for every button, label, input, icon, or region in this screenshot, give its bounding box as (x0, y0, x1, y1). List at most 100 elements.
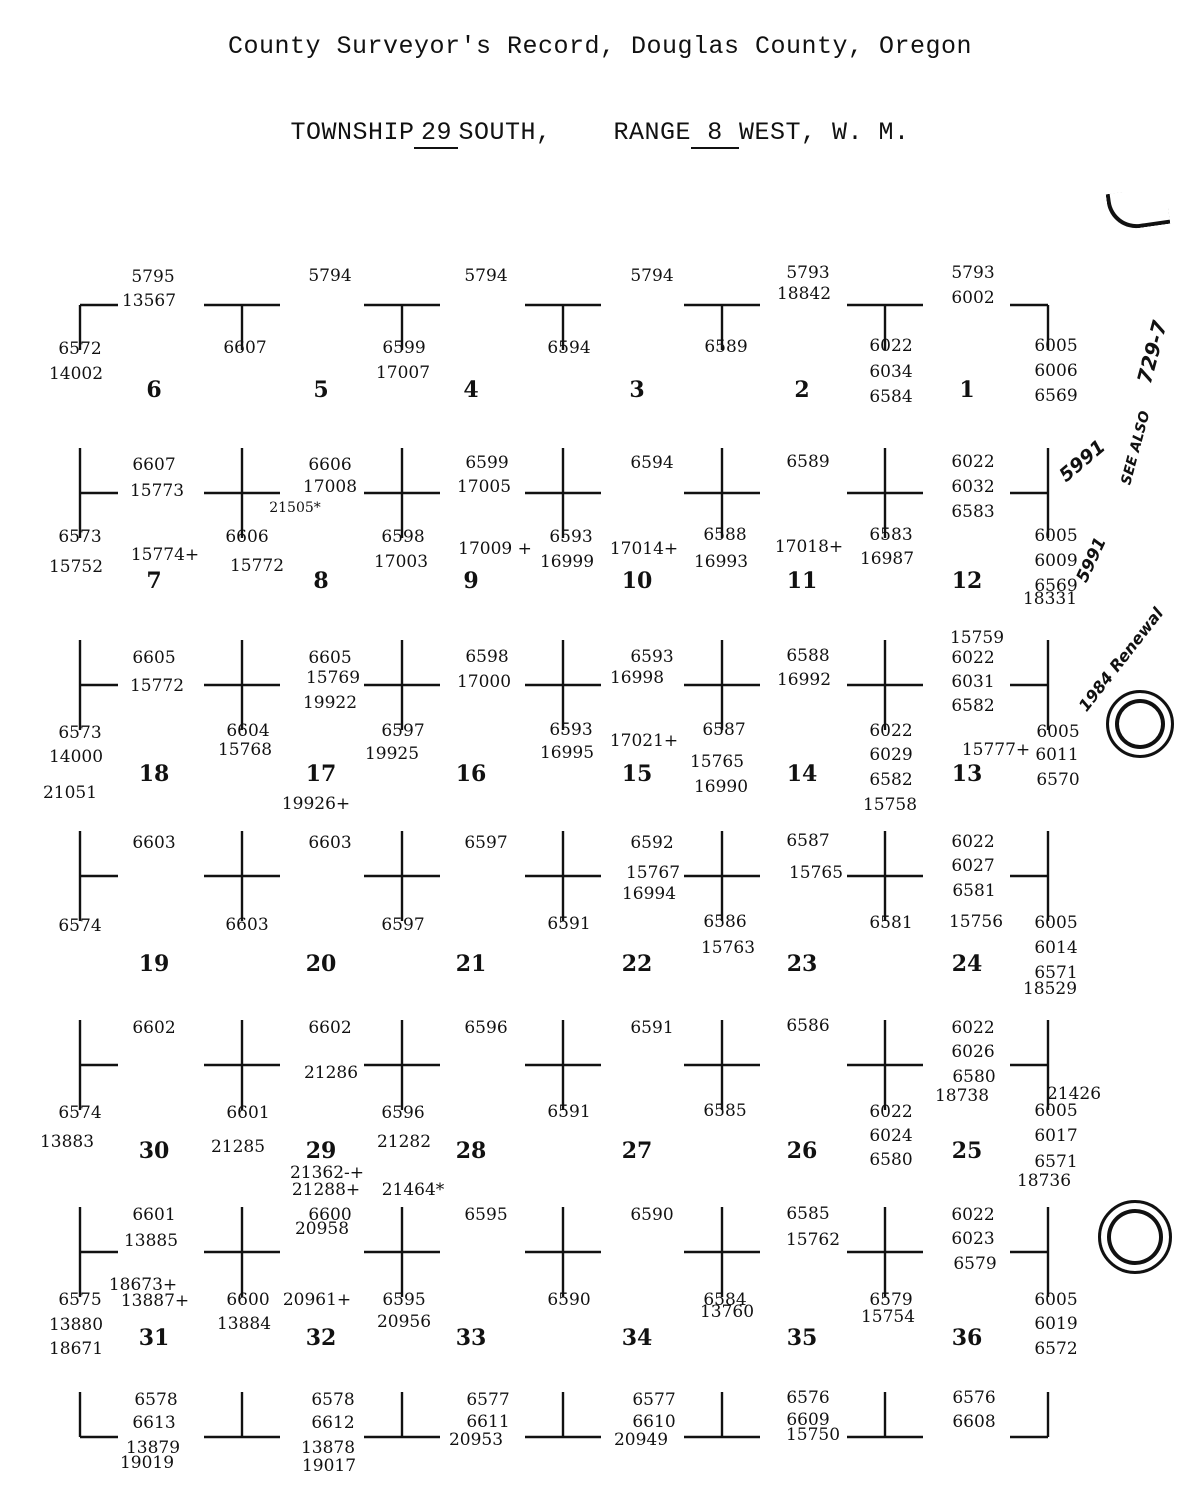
section-number-12: 12 (951, 568, 983, 594)
section-number-15: 15 (621, 761, 653, 787)
section-number-22: 22 (621, 951, 653, 977)
record-number: 6587 (786, 831, 830, 851)
record-number: 13884 (216, 1314, 272, 1334)
record-number: 18842 (776, 284, 832, 304)
record-number: 21282 (376, 1132, 432, 1152)
record-number: 6029 (869, 745, 913, 765)
section-number-26: 26 (786, 1138, 818, 1164)
record-number: 17000 (456, 672, 512, 692)
section-number-29: 29 (305, 1138, 337, 1164)
record-number: 6597 (381, 915, 425, 935)
record-number: 15758 (862, 795, 918, 815)
record-number: 6022 (951, 648, 995, 668)
record-number: 6572 (58, 339, 102, 359)
record-number: 20956 (376, 1312, 432, 1332)
record-number: 6582 (869, 770, 913, 790)
record-number: 6576 (952, 1388, 996, 1408)
section-number-20: 20 (305, 951, 337, 977)
record-number: 6594 (547, 338, 591, 358)
record-number: 6583 (869, 525, 913, 545)
record-title: County Surveyor's Record, Douglas County… (227, 32, 973, 61)
record-number: 6591 (547, 1102, 591, 1122)
record-number: 6612 (311, 1413, 355, 1433)
record-number: 21362-+ (289, 1163, 365, 1183)
record-number: 6031 (951, 672, 995, 692)
record-number: 18738 (934, 1086, 990, 1106)
record-number: 6002 (951, 288, 995, 308)
record-number: 15769 (305, 668, 361, 688)
record-number: 6602 (132, 1018, 176, 1038)
record-number: 13887+ (120, 1291, 190, 1311)
record-number: 6588 (703, 525, 747, 545)
record-number: 6596 (464, 1018, 508, 1038)
record-number: 15759 (949, 628, 1005, 648)
record-number: 18331 (1022, 589, 1078, 609)
section-number-11: 11 (786, 568, 818, 594)
record-number: 6026 (951, 1042, 995, 1062)
record-number: 17009 + (458, 539, 532, 559)
corner-stamp-icon (1106, 690, 1174, 758)
record-number: 17014+ (609, 539, 679, 559)
record-number: 6607 (132, 455, 176, 475)
record-number: 13879 (125, 1438, 181, 1458)
record-number: 6581 (952, 881, 996, 901)
record-number: 15777+ (961, 740, 1031, 760)
section-number-10: 10 (621, 568, 653, 594)
record-number: 21288+ (291, 1180, 361, 1200)
record-number: 6597 (464, 833, 508, 853)
section-number-13: 13 (951, 761, 983, 787)
section-number-32: 32 (305, 1325, 337, 1351)
record-number: 16987 (859, 549, 915, 569)
record-number: 15763 (700, 938, 756, 958)
record-number: 20949 (613, 1430, 669, 1450)
record-number: 6022 (951, 1205, 995, 1225)
record-number: 6590 (547, 1290, 591, 1310)
record-number: 6588 (786, 646, 830, 666)
record-number: 15754 (860, 1307, 916, 1327)
record-number: 6589 (704, 337, 748, 357)
record-number: 6574 (58, 916, 102, 936)
record-number: 6603 (225, 915, 269, 935)
record-number: 16998 (609, 668, 665, 688)
record-number: 6609 (786, 1410, 830, 1430)
record-number: 15750 (785, 1425, 841, 1445)
record-number: 21505* (269, 500, 321, 516)
section-number-2: 2 (794, 377, 810, 403)
record-number: 5793 (786, 263, 830, 283)
section-number-18: 18 (138, 761, 170, 787)
record-number: 6586 (786, 1016, 830, 1036)
record-number: 6599 (465, 453, 509, 473)
section-number-24: 24 (951, 951, 983, 977)
record-number: 6579 (953, 1254, 997, 1274)
record-number: 14002 (48, 364, 104, 384)
record-number: 16994 (621, 884, 677, 904)
record-number: 15768 (217, 740, 273, 760)
record-number: 21286 (303, 1063, 359, 1083)
record-number: 6589 (786, 452, 830, 472)
record-number: 19019 (119, 1453, 175, 1473)
record-number: 6611 (466, 1412, 510, 1432)
record-number: 6596 (381, 1103, 425, 1123)
record-number: 6024 (869, 1126, 913, 1146)
record-number: 6600 (308, 1205, 352, 1225)
record-number: 6604 (226, 721, 270, 741)
record-number: 6580 (952, 1067, 996, 1087)
section-number-3: 3 (629, 377, 645, 403)
record-number: 6605 (132, 648, 176, 668)
record-number: 6011 (1035, 745, 1079, 765)
range-label: RANGE (613, 118, 692, 147)
record-number: 6005 (1034, 336, 1078, 356)
record-number: 6022 (951, 452, 995, 472)
record-number: 17021+ (609, 731, 679, 751)
record-number: 15772 (229, 556, 285, 576)
section-number-6: 6 (146, 377, 162, 403)
record-number: 6599 (382, 338, 426, 358)
record-number: 6601 (132, 1205, 176, 1225)
record-number: 6578 (134, 1390, 178, 1410)
record-number: 15767 (625, 863, 681, 883)
section-number-5: 5 (313, 377, 329, 403)
record-number: 5793 (951, 263, 995, 283)
record-number: 16999 (539, 552, 595, 572)
record-number: 15765 (689, 752, 745, 772)
record-number: 6608 (952, 1412, 996, 1432)
